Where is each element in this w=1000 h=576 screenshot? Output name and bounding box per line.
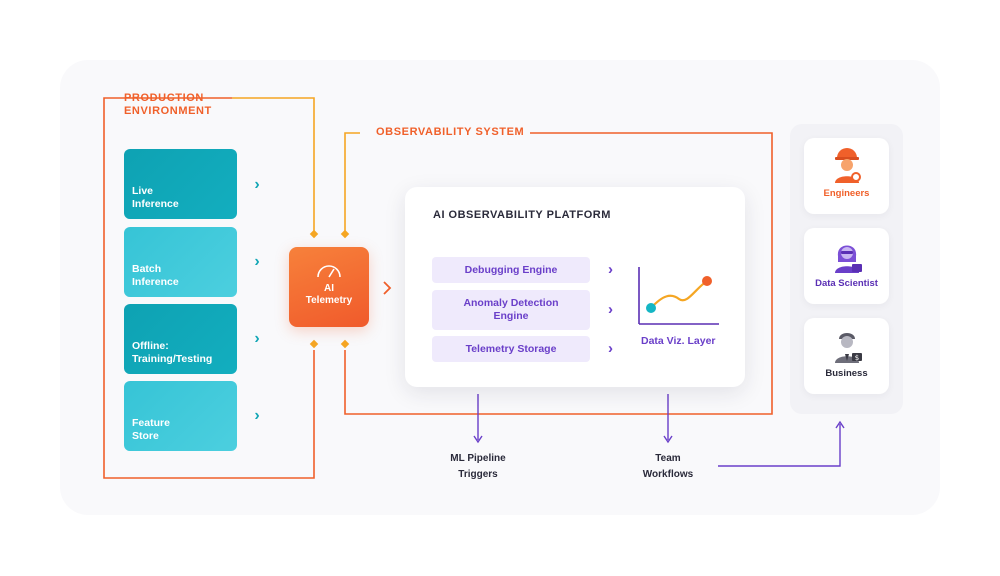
engineer-icon: [834, 148, 861, 183]
source-offline-training: Offline: Training/Testing: [124, 304, 237, 374]
persona-name: Data Scientist: [815, 278, 878, 289]
engine-label-line2: Engine: [493, 310, 529, 322]
output-label-line2: Workflows: [642, 469, 694, 480]
persona-name: Business: [825, 368, 868, 379]
business-person-icon: $: [834, 333, 862, 363]
chevron-right-icon: ›: [608, 261, 613, 278]
source-live-inference: Live Inference: [124, 149, 237, 219]
persona-data-scientist: Data Scientist: [804, 228, 889, 304]
chevron-right-icon: ›: [608, 301, 613, 318]
source-label-line1: Live: [132, 185, 154, 197]
engine-label: Telemetry Storage: [465, 342, 557, 355]
persona-name: Engineers: [823, 188, 870, 199]
persona-business: $ Business: [804, 318, 889, 394]
source-label-line2: Inference: [132, 276, 179, 288]
telemetry-label-line2: Telemetry: [305, 295, 353, 306]
chevron-right-icon: ›: [608, 340, 613, 357]
team-workflows: Team Workflows: [630, 451, 706, 483]
chevron-right-icon: ›: [254, 176, 260, 193]
chevron-right-icon: ›: [254, 253, 260, 270]
output-label-line1: Team: [655, 453, 681, 464]
svg-text:$: $: [854, 354, 858, 362]
chevron-right-icon: ›: [254, 407, 260, 424]
source-batch-inference: Batch Inference: [124, 227, 237, 297]
source-label-line2: Training/Testing: [132, 353, 213, 365]
line-chart-icon: [638, 267, 719, 325]
data-viz-layer-label: Data Viz. Layer: [641, 335, 716, 347]
output-label-line1: ML Pipeline: [450, 453, 506, 464]
chevron-right-icon: ›: [254, 330, 260, 347]
platform-title: AI OBSERVABILITY PLATFORM: [433, 209, 611, 221]
telemetry-label-line1: AI: [324, 283, 334, 294]
telemetry-storage: Telemetry Storage: [432, 336, 590, 362]
anomaly-detection-engine: Anomaly Detection Engine: [432, 290, 590, 330]
engine-label: Debugging Engine: [464, 263, 558, 276]
observability-system-title: OBSERVABILITY SYSTEM: [370, 126, 531, 138]
persona-engineers: Engineers: [804, 138, 889, 214]
ml-pipeline-triggers: ML Pipeline Triggers: [440, 451, 516, 483]
gauge-icon: [317, 265, 341, 278]
source-label-line1: Feature: [132, 417, 170, 429]
source-label-line1: Batch: [132, 263, 162, 275]
ai-observability-platform: AI OBSERVABILITY PLATFORM Debugging Engi…: [405, 187, 745, 387]
source-label-line2: Store: [132, 430, 159, 442]
ai-telemetry-node: AI Telemetry: [289, 247, 369, 327]
source-feature-store: Feature Store: [124, 381, 237, 451]
output-label-line2: Triggers: [458, 469, 498, 480]
source-label-line1: Offline:: [132, 340, 169, 352]
debugging-engine: Debugging Engine: [432, 257, 590, 283]
engine-label-line1: Anomaly Detection: [463, 297, 559, 309]
production-environment-title: PRODUCTION ENVIRONMENT: [124, 92, 212, 117]
data-scientist-icon: [834, 245, 862, 273]
source-label-line2: Inference: [132, 198, 179, 210]
